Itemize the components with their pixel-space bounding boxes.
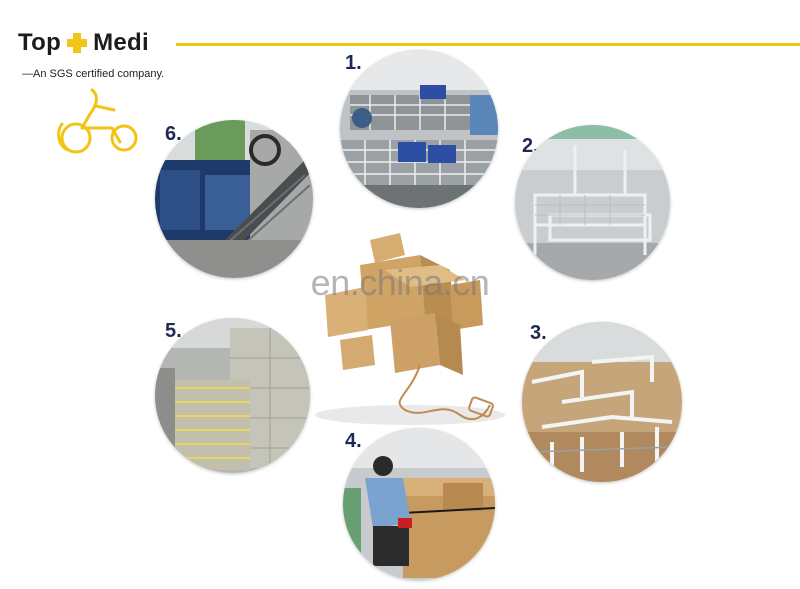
cardboard-boxes-illustration [315,233,505,425]
watermark-text: en.china.cn [310,262,490,303]
worker-strapping-box-icon [343,428,495,580]
medical-cross-icon [67,33,88,53]
step-photo-1 [340,50,498,208]
container-loading-icon [155,120,313,278]
step-photo-4 [343,428,495,580]
step-photo-5 [155,318,310,473]
frame-parts-stacked-icon [522,322,682,482]
workshop-wire-beds-icon [340,50,498,208]
brand-name-right: Medi [93,29,149,56]
step-photo-3 [522,322,682,482]
step-photo-2 [515,125,670,280]
wheelchair-logo-icon [57,88,138,154]
step-number-4: 4. [345,430,362,452]
header-divider [176,43,800,46]
step-number-5: 5. [165,320,182,342]
step-number-6: 6. [165,123,182,145]
step-number-3: 3. [530,322,547,344]
packed-cartons-icon [155,318,310,473]
step-photo-6 [155,120,313,278]
brand-logo: Top Medi [18,28,149,58]
step-number-1: 1. [345,52,362,74]
tagline: —An SGS certified company. [22,68,165,80]
bed-frames-assembly-icon [515,125,670,280]
brand-name-left: Top [18,29,62,56]
